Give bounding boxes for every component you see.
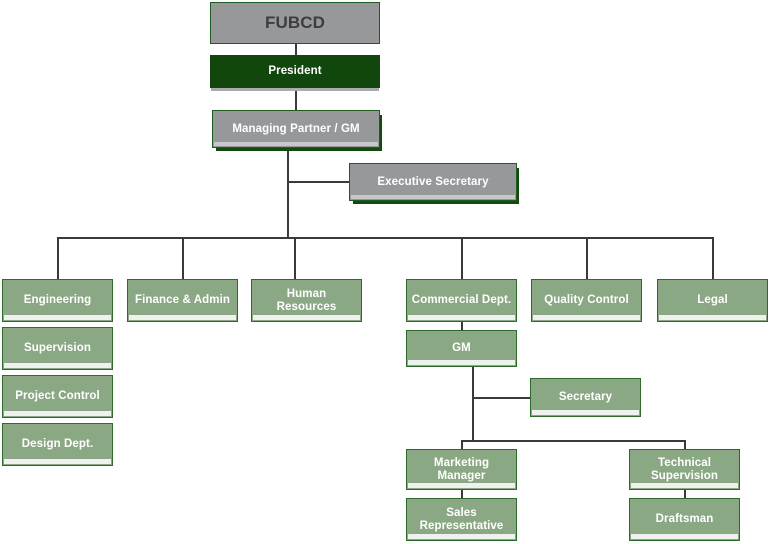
connector-technical-draftsman (684, 490, 686, 498)
drop-technical-supervision (684, 440, 686, 449)
node-finance-admin-label: Finance & Admin (135, 294, 230, 307)
node-quality-control-label: Quality Control (544, 294, 629, 307)
node-managing-partner[interactable]: Managing Partner / GM (212, 110, 380, 148)
node-company-label: FUBCD (265, 13, 325, 33)
drop-engineering (57, 237, 59, 280)
node-human-resources[interactable]: Human Resources (251, 279, 362, 322)
drop-finance-admin (182, 237, 184, 280)
node-engineering[interactable]: Engineering (2, 279, 113, 322)
connector-managing-partner-trunk (287, 148, 289, 239)
node-commercial-gm[interactable]: GM (406, 330, 517, 367)
node-commercial-gm-label: GM (452, 342, 471, 355)
connector-commercial-gm-trunk (472, 367, 474, 442)
node-legal-label: Legal (697, 294, 728, 307)
node-design-dept-label: Design Dept. (21, 438, 94, 451)
connector-company-president (295, 44, 297, 60)
node-supervision-label: Supervision (24, 342, 91, 355)
node-executive-secretary-label: Executive Secretary (377, 175, 489, 188)
drop-quality-control (586, 237, 588, 280)
node-draftsman-label: Draftsman (655, 513, 714, 526)
node-marketing-manager[interactable]: Marketing Manager (406, 449, 517, 490)
connector-marketing-sales (461, 490, 463, 498)
connector-president-managing-partner (295, 88, 297, 111)
drop-commercial-dept (461, 237, 463, 280)
drop-marketing-manager (461, 440, 463, 449)
node-commercial-dept[interactable]: Commercial Dept. (406, 279, 517, 322)
commercial-bus (461, 440, 686, 442)
connector-executive-secretary (287, 181, 349, 183)
department-bus (57, 237, 714, 239)
drop-human-resources (294, 237, 296, 280)
connector-commercial-secretary (472, 397, 530, 399)
node-managing-partner-label: Managing Partner / GM (232, 122, 360, 135)
node-project-control[interactable]: Project Control (2, 375, 113, 418)
node-design-dept[interactable]: Design Dept. (2, 423, 113, 466)
node-draftsman[interactable]: Draftsman (629, 498, 740, 541)
node-finance-admin[interactable]: Finance & Admin (127, 279, 238, 322)
node-engineering-label: Engineering (23, 294, 92, 307)
connector-commercial-gm (461, 322, 463, 330)
node-commercial-dept-label: Commercial Dept. (411, 294, 512, 307)
node-legal[interactable]: Legal (657, 279, 768, 322)
node-human-resources-label: Human Resources (276, 287, 337, 313)
node-company[interactable]: FUBCD (210, 2, 380, 44)
drop-legal (712, 237, 714, 280)
node-president-label: President (268, 65, 322, 78)
node-marketing-manager-label: Marketing Manager (433, 456, 490, 482)
node-supervision[interactable]: Supervision (2, 327, 113, 370)
node-executive-secretary[interactable]: Executive Secretary (349, 163, 517, 201)
node-president[interactable]: President (210, 55, 380, 88)
node-project-control-label: Project Control (15, 390, 100, 403)
node-commercial-secretary[interactable]: Secretary (530, 378, 641, 417)
node-quality-control[interactable]: Quality Control (531, 279, 642, 322)
node-commercial-secretary-label: Secretary (558, 391, 613, 404)
